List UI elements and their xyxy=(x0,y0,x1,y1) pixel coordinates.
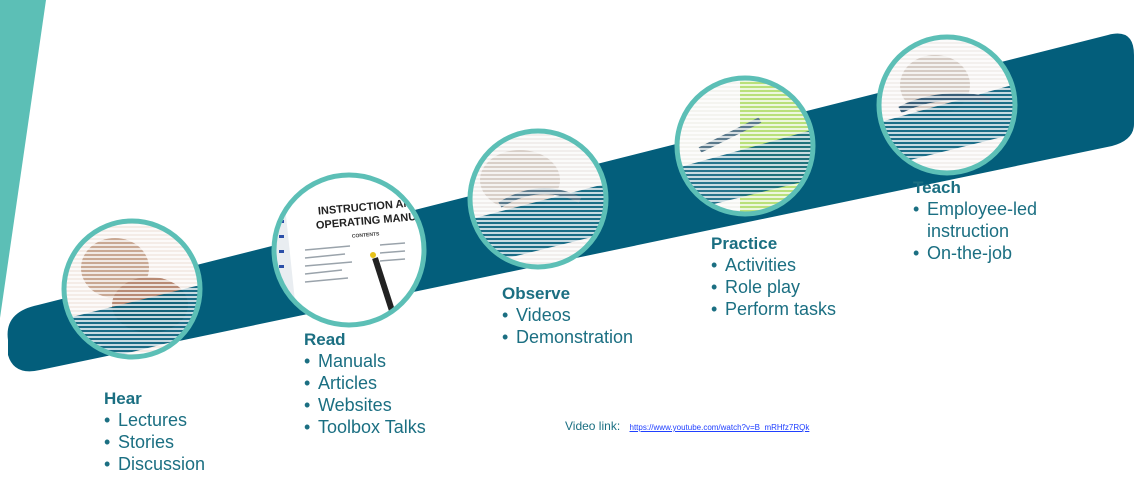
stage-title: Teach xyxy=(913,178,961,197)
stage-observe: Observe •Videos •Demonstration xyxy=(502,284,633,348)
svg-text:CONTENTS: CONTENTS xyxy=(352,231,381,239)
stage-read: Read •Manuals •Articles •Websites •Toolb… xyxy=(304,330,426,438)
stage-hear: Hear •Lectures •Stories •Discussion xyxy=(104,389,205,475)
list-item: •Manuals xyxy=(304,351,387,371)
accent-panel xyxy=(0,0,46,318)
list-item: •Lectures xyxy=(104,410,188,430)
stage-title: Read xyxy=(304,330,346,349)
list-item: •Perform tasks xyxy=(711,299,837,319)
stage-practice: Practice •Activities •Role play •Perform… xyxy=(711,234,836,320)
hear-photo xyxy=(61,218,203,360)
list-item: •Demonstration xyxy=(502,327,634,347)
teach-photo xyxy=(876,34,1018,176)
stage-title: Hear xyxy=(104,389,142,408)
list-item: •Websites xyxy=(304,395,392,415)
list-item: •Activities xyxy=(711,255,797,275)
manual-photo: INSTRUCTION AN OPERATING MANUA CONTENTS xyxy=(271,172,427,328)
video-label: Video link: xyxy=(565,419,621,433)
stage-teach: Teach •Employee-led instruction •On-the-… xyxy=(913,178,1083,264)
list-item: •Toolbox Talks xyxy=(304,417,426,437)
list-item: •Employee-led instruction xyxy=(913,199,1038,241)
list-item: •On-the-job xyxy=(913,243,1013,263)
list-item: •Articles xyxy=(304,373,378,393)
list-item: •Videos xyxy=(502,305,571,325)
list-item: •Stories xyxy=(104,432,175,452)
stage-title: Practice xyxy=(711,234,778,253)
list-item: •Role play xyxy=(711,277,801,297)
video-url-link[interactable]: https://www.youtube.com/watch?v=B_mRHfz7… xyxy=(629,423,810,432)
stage-title: Observe xyxy=(502,284,571,303)
video-link-row: Video link: https://www.youtube.com/watc… xyxy=(565,419,809,433)
list-item: •Discussion xyxy=(104,454,206,474)
observe-photo xyxy=(467,128,609,270)
